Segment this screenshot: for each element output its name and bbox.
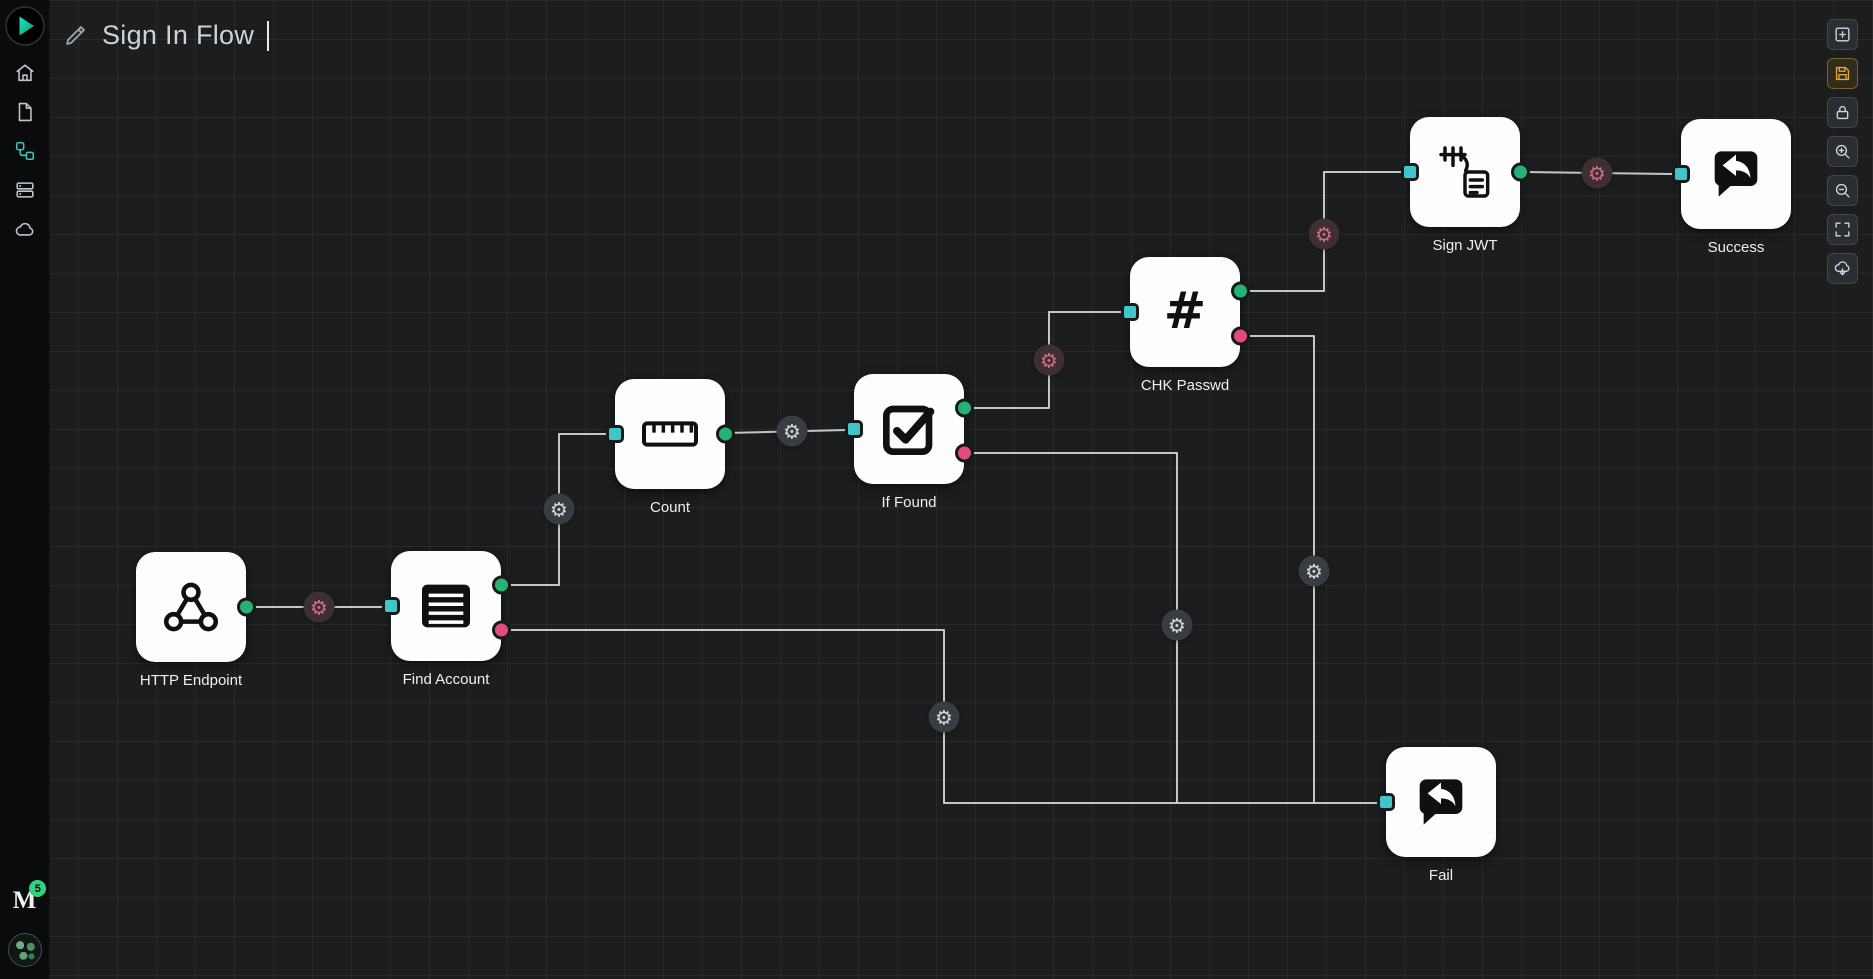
node-success[interactable]: Success bbox=[1672, 119, 1791, 256]
sidebar-item-flows[interactable] bbox=[5, 138, 45, 164]
signature-icon bbox=[1433, 140, 1497, 204]
edge-chk-passwd-to-fail[interactable] bbox=[1242, 335, 1315, 803]
node-box[interactable] bbox=[854, 374, 964, 484]
output-port-success[interactable] bbox=[1231, 281, 1250, 301]
flow-title[interactable]: Sign In Flow bbox=[102, 20, 255, 50]
notification-badge: 5 bbox=[29, 880, 47, 897]
output-port-success[interactable] bbox=[955, 398, 974, 418]
toolbar-fit-view-button[interactable] bbox=[1827, 214, 1858, 245]
edge-settings-gear-icon[interactable]: ⚙ bbox=[928, 701, 960, 733]
edge-settings-gear-icon[interactable]: ⚙ bbox=[1161, 609, 1193, 641]
node-label: Count bbox=[649, 499, 691, 516]
input-port[interactable] bbox=[1672, 165, 1690, 183]
output-port-fail[interactable] bbox=[1231, 326, 1250, 346]
input-port[interactable] bbox=[382, 597, 400, 615]
input-port[interactable] bbox=[1401, 163, 1419, 181]
sidebar: M 5 bbox=[0, 0, 50, 979]
sidebar-item-home[interactable] bbox=[5, 60, 45, 86]
zoom-in-icon bbox=[1833, 142, 1852, 161]
toolbar-save-button[interactable] bbox=[1827, 58, 1858, 89]
node-box[interactable] bbox=[615, 379, 725, 489]
node-chk-passwd[interactable]: # CHK Passwd bbox=[1121, 257, 1250, 394]
sidebar-item-logs[interactable] bbox=[5, 177, 45, 203]
input-port[interactable] bbox=[606, 425, 624, 443]
reply-icon bbox=[1704, 142, 1768, 206]
edge-if-found-to-fail[interactable] bbox=[966, 452, 1178, 803]
node-http-endpoint[interactable]: HTTP Endpoint bbox=[136, 552, 256, 689]
sidebar-item-cloud[interactable] bbox=[5, 216, 45, 242]
edge-settings-gear-icon[interactable]: ⚙ bbox=[1298, 555, 1330, 587]
node-sign-jwt[interactable]: Sign JWT bbox=[1401, 117, 1530, 254]
sidebar-item-docs[interactable] bbox=[5, 99, 45, 125]
checkbox-icon bbox=[877, 397, 941, 461]
node-box[interactable] bbox=[391, 551, 501, 661]
node-box[interactable]: # bbox=[1130, 257, 1240, 367]
node-label: HTTP Endpoint bbox=[139, 672, 243, 689]
edge-settings-gear-icon[interactable]: ⚙ bbox=[1308, 218, 1340, 250]
node-if-found[interactable]: If Found bbox=[845, 374, 974, 511]
lock-icon bbox=[1833, 103, 1852, 122]
node-count[interactable]: Count bbox=[606, 379, 735, 516]
home-icon bbox=[14, 62, 36, 84]
plus-square-icon bbox=[1833, 25, 1852, 44]
edit-title-pencil-icon[interactable] bbox=[62, 22, 89, 49]
edge-settings-gear-icon[interactable]: ⚙ bbox=[303, 591, 335, 623]
fit-view-icon bbox=[1833, 220, 1852, 239]
app-logo[interactable] bbox=[4, 6, 45, 46]
output-port-fail[interactable] bbox=[955, 443, 974, 463]
node-label: Success bbox=[1707, 239, 1765, 256]
webhook-icon bbox=[159, 575, 223, 639]
output-port-success[interactable] bbox=[492, 575, 511, 595]
node-label: Fail bbox=[1428, 867, 1454, 884]
output-port-success[interactable] bbox=[1511, 162, 1530, 182]
save-icon bbox=[1833, 64, 1852, 83]
edge-settings-gear-icon[interactable]: ⚙ bbox=[1033, 344, 1065, 376]
server-icon bbox=[14, 179, 36, 201]
toolbar-cloud-sync-button[interactable] bbox=[1827, 253, 1858, 284]
node-fail[interactable]: Fail bbox=[1377, 747, 1496, 884]
input-port[interactable] bbox=[1121, 303, 1139, 321]
toolbar-lock-button[interactable] bbox=[1827, 97, 1858, 128]
ruler-icon bbox=[638, 402, 702, 466]
node-label: Find Account bbox=[402, 671, 490, 688]
edge-settings-gear-icon[interactable]: ⚙ bbox=[1581, 157, 1613, 189]
node-box[interactable] bbox=[1681, 119, 1791, 229]
node-box[interactable] bbox=[136, 552, 246, 662]
toolbar-zoom-in-button[interactable] bbox=[1827, 136, 1858, 167]
node-find-account[interactable]: Find Account bbox=[382, 551, 511, 688]
node-label: CHK Passwd bbox=[1140, 377, 1230, 394]
zoom-out-icon bbox=[1833, 181, 1852, 200]
svg-text:#: # bbox=[1164, 281, 1206, 340]
cloud-icon bbox=[14, 218, 36, 240]
toolbar-zoom-out-button[interactable] bbox=[1827, 175, 1858, 206]
m-menu[interactable]: M 5 bbox=[13, 880, 47, 915]
input-port[interactable] bbox=[1377, 793, 1395, 811]
flow-header: Sign In Flow bbox=[62, 20, 270, 51]
reply-icon bbox=[1409, 770, 1473, 834]
user-avatar[interactable] bbox=[7, 933, 42, 967]
hash-icon: # bbox=[1153, 280, 1217, 344]
table-rows-icon bbox=[414, 574, 478, 638]
canvas-toolbar bbox=[1827, 19, 1858, 284]
node-label: If Found bbox=[881, 494, 937, 511]
input-port[interactable] bbox=[845, 420, 863, 438]
node-box[interactable] bbox=[1386, 747, 1496, 857]
node-box[interactable] bbox=[1410, 117, 1520, 227]
output-port-success[interactable] bbox=[237, 597, 256, 617]
file-icon bbox=[14, 101, 36, 123]
toolbar-add-node-button[interactable] bbox=[1827, 19, 1858, 50]
sidebar-nav bbox=[5, 60, 45, 242]
sidebar-bottom: M 5 bbox=[7, 880, 47, 967]
flow-icon bbox=[14, 140, 36, 162]
cloud-download-icon bbox=[1833, 259, 1852, 278]
edge-settings-gear-icon[interactable]: ⚙ bbox=[776, 415, 808, 447]
output-port-success[interactable] bbox=[716, 424, 735, 444]
edge-settings-gear-icon[interactable]: ⚙ bbox=[543, 493, 575, 525]
play-logo-icon bbox=[4, 6, 45, 46]
output-port-fail[interactable] bbox=[492, 620, 511, 640]
text-caret bbox=[267, 20, 270, 51]
node-label: Sign JWT bbox=[1432, 237, 1498, 254]
